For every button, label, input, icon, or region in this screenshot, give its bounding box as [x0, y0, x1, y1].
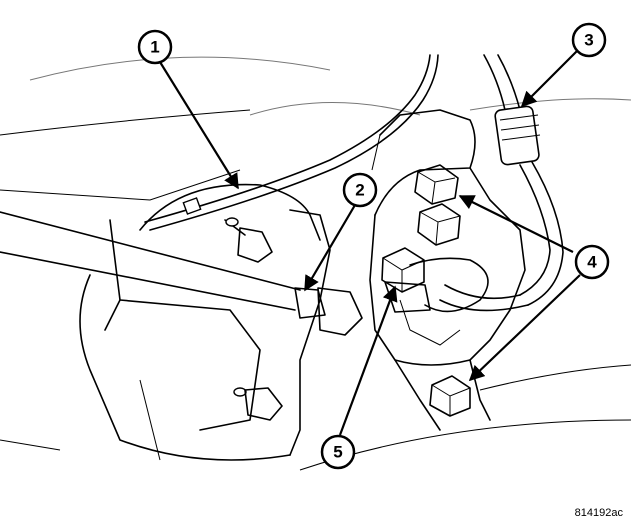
steel-tube — [0, 211, 363, 336]
leader-5 — [338, 285, 398, 436]
callout-4: 4 — [574, 244, 610, 280]
callout-1: 1 — [137, 29, 173, 65]
knuckle-body — [79, 183, 331, 461]
stud-upper — [224, 217, 273, 263]
leader-3 — [520, 49, 579, 108]
callout-5-label: 5 — [333, 443, 342, 462]
flex-hose — [439, 54, 564, 312]
figure-id: 814192ac — [574, 507, 623, 519]
background-outlines — [0, 56, 631, 471]
callout-5: 5 — [320, 434, 356, 470]
stud-lower — [233, 387, 283, 421]
bolt-top-a — [414, 164, 459, 205]
callout-1-label: 1 — [150, 38, 159, 57]
callout-2-label: 2 — [355, 181, 364, 200]
leader-2 — [304, 204, 356, 292]
leader-1 — [159, 61, 239, 190]
callout-2: 2 — [342, 172, 378, 208]
bolt-bottom — [429, 375, 471, 417]
callout-3-label: 3 — [584, 31, 593, 50]
leader-4a — [458, 195, 574, 253]
brake-line — [144, 54, 439, 231]
bolt-top-b — [417, 203, 461, 246]
leader-lines — [159, 49, 581, 436]
callout-3: 3 — [571, 22, 607, 58]
callout-4-label: 4 — [587, 253, 597, 272]
caliper-housing — [369, 109, 526, 431]
leader-4b — [468, 274, 581, 382]
